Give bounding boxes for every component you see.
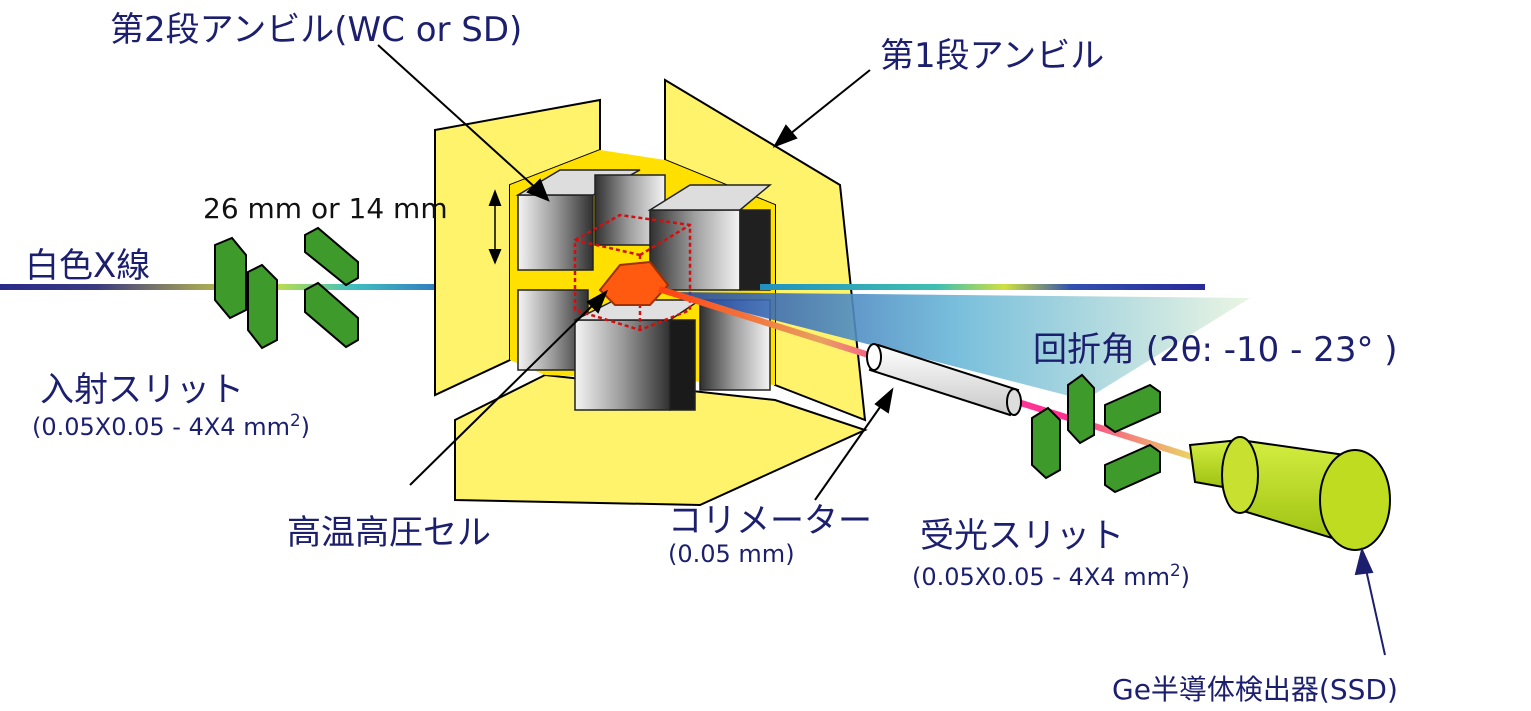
label-first-stage-anvil: 第1段アンビル	[880, 36, 1105, 76]
label-ge-detector: Ge半導体検出器(SSD)	[1112, 673, 1398, 706]
collimator	[866, 343, 1022, 417]
label-diffraction-angle: 回折角 (2θ: -10 - 23° )	[1033, 330, 1398, 370]
label-incident-slit-size: (0.05X0.05 - 4X4 mm2)	[32, 410, 311, 441]
label-collimator-size: (0.05 mm)	[668, 540, 795, 568]
receiving-slits	[1031, 373, 1161, 494]
label-white-xray: 白色X線	[25, 246, 151, 286]
ge-detector	[1188, 436, 1391, 551]
transmitted-beam	[760, 284, 1205, 290]
label-anvil-size: 26 mm or 14 mm	[203, 192, 448, 225]
pointer-arrows	[377, 44, 1386, 656]
label-incident-slit: 入射スリット	[40, 370, 244, 410]
label-high-pressure-cell: 高温高圧セル	[287, 513, 491, 553]
diffraction-fan	[665, 292, 1250, 400]
incident-slits	[214, 226, 359, 350]
label-second-stage-anvil: 第2段アンビル(WC or SD)	[110, 10, 523, 50]
label-receiving-slit: 受光スリット	[920, 516, 1124, 556]
label-receiving-slit-size: (0.05X0.05 - 4X4 mm2)	[912, 560, 1191, 591]
high-pressure-cell	[598, 260, 670, 306]
label-collimator: コリメーター	[668, 501, 872, 541]
